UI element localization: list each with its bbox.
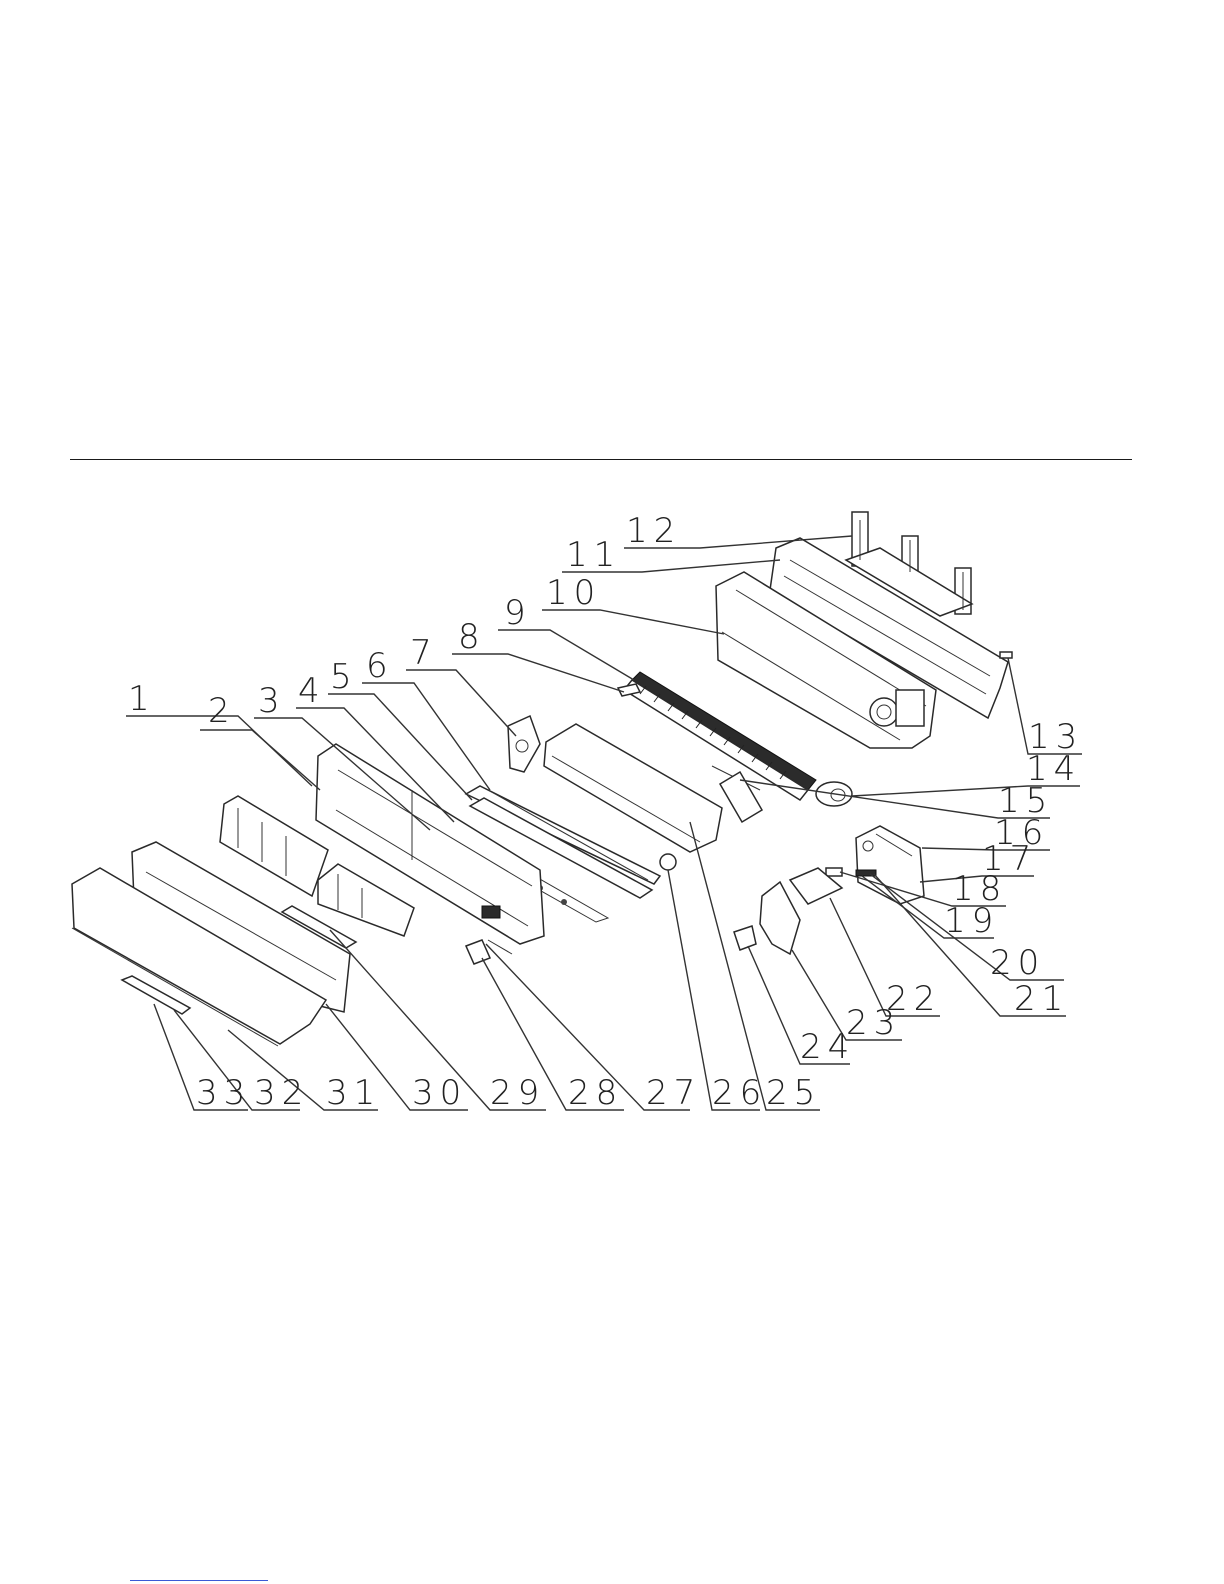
callout-26: 26 bbox=[712, 1073, 767, 1113]
callout-11: 11 bbox=[566, 535, 621, 575]
callout-9: 9 bbox=[504, 593, 532, 633]
callout-12: 12 bbox=[626, 511, 681, 551]
callout-27: 27 bbox=[646, 1073, 701, 1113]
callout-31: 31 bbox=[326, 1073, 381, 1113]
callout-25: 25 bbox=[766, 1073, 821, 1113]
callout-4: 4 bbox=[298, 671, 326, 711]
callout-29: 29 bbox=[490, 1073, 545, 1113]
footer-link-underline[interactable] bbox=[130, 1580, 268, 1581]
callout-6: 6 bbox=[366, 646, 394, 686]
callout-1: 1 bbox=[128, 679, 156, 719]
callout-5: 5 bbox=[330, 657, 358, 697]
screw-part bbox=[1000, 652, 1012, 658]
receiver-board-part bbox=[734, 926, 756, 950]
side-bracket-part bbox=[508, 716, 540, 772]
callout-8: 8 bbox=[458, 617, 486, 657]
callout-21: 21 bbox=[1014, 979, 1069, 1019]
callout-24: 24 bbox=[800, 1027, 855, 1067]
callout-30: 30 bbox=[412, 1073, 467, 1113]
callout-3: 3 bbox=[258, 681, 286, 721]
callout-7: 7 bbox=[410, 633, 438, 673]
callout-2: 2 bbox=[208, 691, 236, 731]
control-box-part bbox=[760, 882, 800, 954]
callout-10: 10 bbox=[546, 573, 601, 613]
callout-19: 19 bbox=[944, 901, 999, 941]
display-board-part bbox=[466, 940, 512, 964]
callout-32: 32 bbox=[254, 1073, 309, 1113]
callout-33: 33 bbox=[196, 1073, 251, 1113]
callout-20: 20 bbox=[990, 943, 1045, 983]
callout-28: 28 bbox=[568, 1073, 623, 1113]
